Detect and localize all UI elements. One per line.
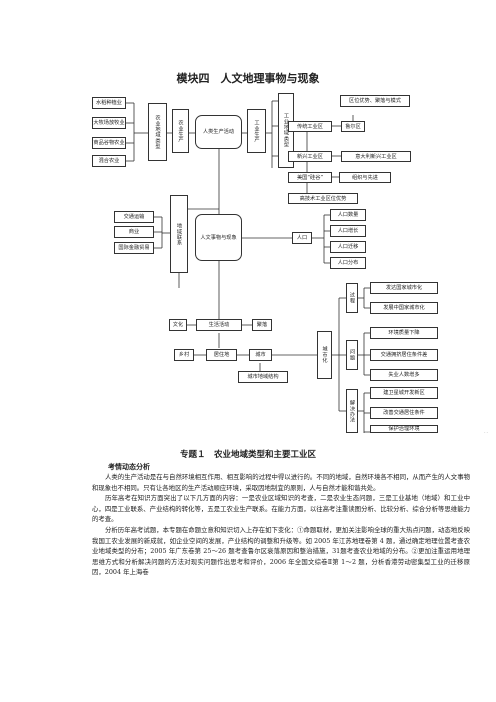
urb-protect: 保护治理环境 [370, 425, 438, 433]
agri-type-ranching: 大牧场放牧业 [92, 117, 126, 129]
pop-distribution: 人口分布 [330, 257, 366, 269]
residence-box: 居住地 [206, 349, 237, 361]
village-box: 乡村 [174, 349, 194, 361]
agri-type-grain: 商品谷物农业 [92, 137, 126, 149]
agri-region-box: 农业地域类型 [148, 103, 167, 161]
hightech-box: 高技术工业区位优势 [288, 193, 358, 204]
corner-mark: - - [484, 430, 488, 435]
urb-developing: 发展中国家城市化 [370, 302, 438, 314]
agri-type-rice: 水稻种植业 [92, 97, 126, 109]
region-link-box: 地域联系 [170, 195, 188, 273]
city-structure-box: 城市地域结构 [238, 371, 288, 383]
pop-migration: 人口迁移 [330, 241, 366, 253]
italy-industry-box: 意大利新兴工业区 [341, 151, 411, 162]
urb-satellite: 建卫星城开发新区 [370, 387, 438, 399]
link-finance: 国际金融贸易 [114, 242, 154, 254]
organization-box: 组织与先进 [339, 172, 391, 183]
pop-growth: 人口增长 [330, 225, 366, 237]
link-commerce: 商业 [114, 226, 154, 238]
agri-type-mixed: 混合农业 [92, 155, 126, 167]
silicon-valley-box: 美国“硅谷” [288, 172, 332, 183]
human-phenomena-box: 人文事物与现象 [195, 214, 242, 261]
link-transport: 交通运输 [114, 211, 154, 223]
body-text: 人类的生产活动是在与自然环境相互作用、相互影响的过程中得以进行的。不同的地域，自… [92, 472, 470, 578]
page-title: 模块四 人文地理事物与现象 [176, 72, 320, 85]
section-title: 专题１ 农业地域类型和主要工业区 [179, 450, 316, 460]
population-box: 人口 [292, 232, 312, 244]
new-industry-box: 新兴工业区 [288, 151, 332, 162]
industry-factors-box: 区位优势、聚落与模式 [340, 95, 410, 107]
urb-process-box: 过程 [346, 283, 358, 313]
urb-developed: 发达国家城市化 [370, 282, 438, 294]
culture-box: 文化 [169, 319, 187, 331]
paragraph: 分析历年高考试题，本专题在命题立意和知识切入上存在如下变化：①命题取材，更加关注… [92, 525, 470, 577]
urbanization-box: 城市化 [317, 331, 332, 379]
human-production-box: 人类生产活动 [195, 115, 242, 149]
city-box: 城市 [249, 349, 272, 361]
pop-quantity: 人口数量 [330, 209, 366, 221]
urb-improve: 改善交通居住条件 [370, 407, 438, 419]
paragraph: 历年高考在知识方面突出了以下几方面的内容：一是农业区域知识的考查，二是农业生态问… [92, 494, 470, 524]
urb-traffic: 交通拥挤居住条件差 [370, 349, 438, 361]
urb-problem-box: 问题 [346, 340, 358, 370]
traditional-industry-box: 传统工业区 [288, 121, 332, 132]
urb-env-decline: 环境质量下降 [370, 327, 438, 339]
life-activity-box: 生活活动 [196, 319, 242, 331]
concept-diagram: 水稻种植业 大牧场放牧业 商品谷物农业 混合农业 农业地域类型 农业生产 人类生… [92, 93, 496, 433]
settlement-box: 聚落 [252, 319, 272, 331]
agri-production-box: 农业生产 [172, 109, 189, 153]
subheading: 考情动态分析 [108, 463, 150, 471]
paragraph: 人类的生产活动是在与自然环境相互作用、相互影响的过程中得以进行的。不同的地域，自… [92, 473, 470, 492]
industry-production-box: 工业生产 [247, 109, 266, 153]
urb-solution-box: 解决办法 [346, 389, 358, 433]
urb-unemployment: 失业人数增多 [370, 369, 438, 381]
ruhr-box: 鲁尔区 [341, 121, 365, 132]
